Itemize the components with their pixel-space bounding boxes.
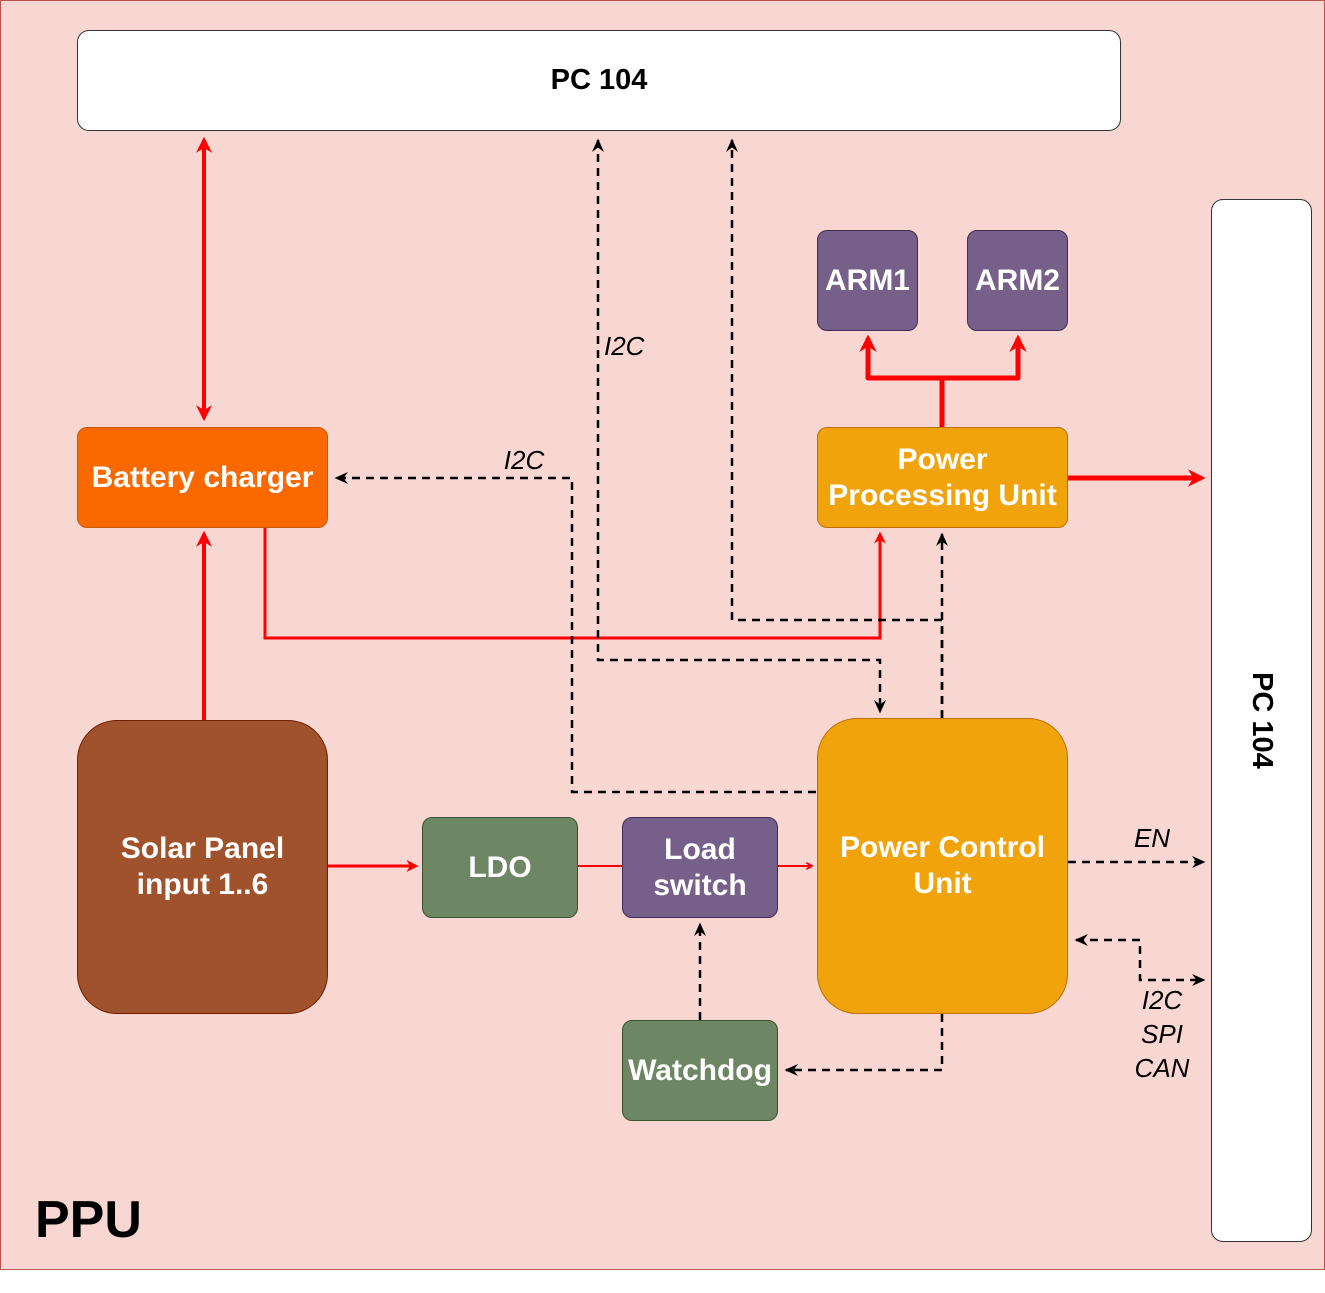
power-control-unit-label: Power Control Unit — [839, 831, 1045, 900]
wire-pcu-bus — [1074, 934, 1206, 986]
ldo-label: LDO — [468, 850, 532, 884]
power-processing-unit-label: Power Processing Unit — [828, 442, 1057, 512]
i2c-protocol-label: I2C — [1141, 985, 1183, 1015]
bus-protocols-label: I2C SPI CAN — [1122, 984, 1202, 1085]
wire-ppu-arm1 — [859, 334, 945, 428]
wire-ppu-arm2 — [942, 334, 1027, 381]
pc104-top-bus: PC 104 — [77, 30, 1121, 131]
wire-pcu-watchdog — [784, 1014, 944, 1076]
solar-panel-block: Solar Panel input 1..6 — [77, 720, 328, 1014]
load-switch-block: Load switch — [622, 817, 778, 918]
power-control-unit-block: Power Control Unit — [817, 718, 1068, 1014]
load-switch-label: Load switch — [653, 832, 747, 902]
wire-i2c-pcu-charger — [334, 472, 816, 794]
pc104-right-bus: PC 104 — [1211, 199, 1312, 1242]
i2c-bus-label: I2C — [604, 331, 645, 361]
arm1-label: ARM1 — [824, 263, 910, 297]
arm2-block: ARM2 — [967, 230, 1068, 331]
battery-charger-label: Battery charger — [91, 460, 314, 494]
watchdog-label: Watchdog — [628, 1053, 772, 1087]
can-protocol-label: CAN — [1134, 1052, 1190, 1083]
wire-i2c-pcu-pc104 — [592, 138, 886, 714]
watchdog-block: Watchdog — [622, 1020, 778, 1121]
pc104-right-label: PC 104 — [1245, 672, 1278, 769]
en-label: EN — [1133, 823, 1171, 853]
ppu-title: PPU — [35, 1191, 142, 1249]
arm1-block: ARM1 — [817, 230, 918, 331]
i2c-charger-label: I2C — [503, 445, 545, 475]
solar-panel-label: Solar Panel input 1..6 — [120, 832, 285, 901]
spi-protocol-label: SPI — [1141, 1018, 1183, 1049]
power-processing-unit-block: Power Processing Unit — [817, 427, 1068, 528]
arm2-label: ARM2 — [974, 263, 1060, 297]
ldo-block: LDO — [422, 817, 578, 918]
pc104-top-label: PC 104 — [550, 64, 648, 97]
battery-charger-block: Battery charger — [77, 427, 328, 528]
